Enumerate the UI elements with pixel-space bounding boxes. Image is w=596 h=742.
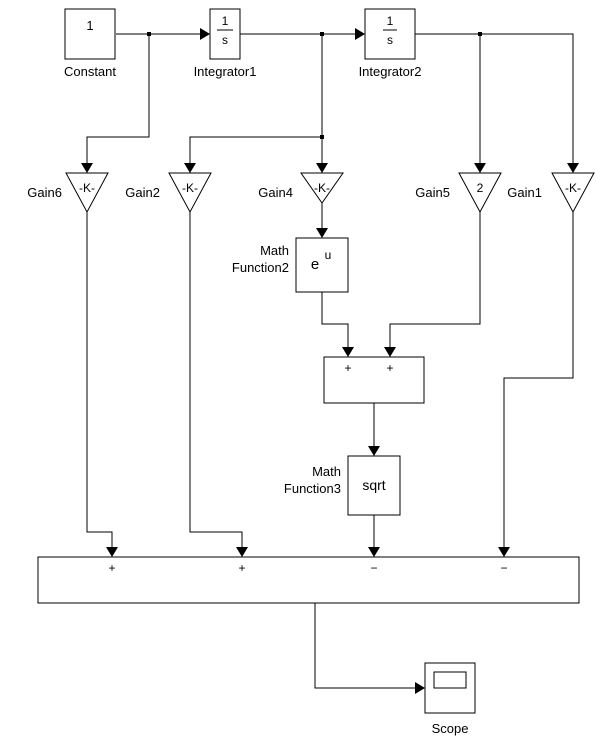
wire-constant-gain6 bbox=[86, 34, 150, 163]
math-function3-label-line1: Math bbox=[312, 464, 341, 479]
gain5-block[interactable]: 2 Gain5 bbox=[415, 172, 502, 214]
arrowhead bbox=[567, 163, 579, 173]
integrator2-numerator: 1 bbox=[387, 14, 394, 28]
gain4-value: -K- bbox=[314, 181, 330, 195]
wire-integrator1-gain2 bbox=[189, 136, 322, 163]
gain1-value: -K- bbox=[565, 181, 581, 195]
integrator2-denominator: s bbox=[387, 33, 393, 47]
wire-integrator2-gain1 bbox=[415, 33, 574, 163]
arrowhead bbox=[316, 163, 328, 173]
sum-block[interactable]: + + bbox=[323, 356, 425, 404]
integrator2-label: Integrator2 bbox=[359, 64, 422, 79]
gain6-value: -K- bbox=[79, 181, 95, 195]
math-function3-block[interactable]: sqrt Math Function3 bbox=[284, 455, 401, 516]
integrator1-numerator: 1 bbox=[222, 14, 229, 28]
gain6-label: Gain6 bbox=[27, 185, 62, 200]
constant-label: Constant bbox=[64, 64, 116, 79]
scope-block[interactable]: Scope bbox=[424, 662, 476, 736]
math-function2-block[interactable]: e u Math Function2 bbox=[232, 237, 349, 293]
arrowhead bbox=[236, 547, 248, 557]
big-sum-sign-3: − bbox=[370, 561, 377, 575]
arrowhead bbox=[184, 163, 196, 173]
arrowhead bbox=[200, 28, 210, 40]
integrator1-block[interactable]: 1 s Integrator1 bbox=[194, 8, 257, 79]
math-function2-base: e bbox=[311, 256, 319, 273]
big-sum-sign-2: + bbox=[238, 561, 245, 575]
math-function2-label-line1: Math bbox=[260, 243, 289, 258]
math-function2-exponent: u bbox=[325, 248, 332, 262]
arrowhead bbox=[316, 228, 328, 238]
scope-screen-icon bbox=[433, 671, 467, 689]
arrowhead bbox=[384, 347, 396, 357]
arrowhead bbox=[81, 163, 93, 173]
gain6-block[interactable]: -K- Gain6 bbox=[27, 172, 109, 214]
big-sum-block[interactable]: + + − − bbox=[37, 556, 580, 604]
gain2-block[interactable]: -K- Gain2 bbox=[125, 172, 212, 214]
gain4-label: Gain4 bbox=[258, 185, 293, 200]
wire-gain6-bigsum bbox=[86, 212, 113, 547]
integrator1-denominator: s bbox=[222, 33, 228, 47]
gain2-value: -K- bbox=[182, 181, 198, 195]
math-function3-label-line2: Function3 bbox=[284, 481, 341, 496]
integrator2-block[interactable]: 1 s Integrator2 bbox=[359, 8, 422, 79]
arrowhead bbox=[474, 163, 486, 173]
arrowhead bbox=[106, 547, 118, 557]
constant-block[interactable]: 1 Constant bbox=[64, 8, 116, 79]
arrowhead bbox=[415, 682, 425, 694]
gain1-block[interactable]: -K- Gain1 bbox=[507, 172, 595, 214]
wire-gain2-bigsum bbox=[189, 212, 243, 547]
big-sum-sign-4: − bbox=[500, 561, 507, 575]
gain5-label: Gain5 bbox=[415, 185, 450, 200]
wire-mathfunction2-sum bbox=[321, 292, 349, 347]
arrowhead bbox=[368, 446, 380, 456]
math-function2-label-line2: Function2 bbox=[232, 260, 289, 275]
big-sum-sign-1: + bbox=[108, 561, 115, 575]
arrowhead bbox=[355, 28, 365, 40]
wire-gain1-bigsum bbox=[503, 212, 574, 547]
wire-bigsum-scope bbox=[314, 603, 415, 689]
gain2-label: Gain2 bbox=[125, 185, 160, 200]
arrowhead bbox=[342, 347, 354, 357]
integrator1-label: Integrator1 bbox=[194, 64, 257, 79]
gain4-block[interactable]: -K- Gain4 bbox=[258, 172, 344, 204]
constant-value: 1 bbox=[86, 18, 93, 33]
wire-gain5-sum bbox=[389, 212, 481, 347]
sum-sign-1: + bbox=[344, 361, 351, 375]
math-function3-function: sqrt bbox=[362, 477, 385, 493]
scope-label: Scope bbox=[432, 721, 469, 736]
sum-sign-2: + bbox=[386, 361, 393, 375]
arrowhead bbox=[368, 547, 380, 557]
arrowhead bbox=[498, 547, 510, 557]
gain5-value: 2 bbox=[477, 181, 484, 195]
gain1-label: Gain1 bbox=[507, 185, 542, 200]
